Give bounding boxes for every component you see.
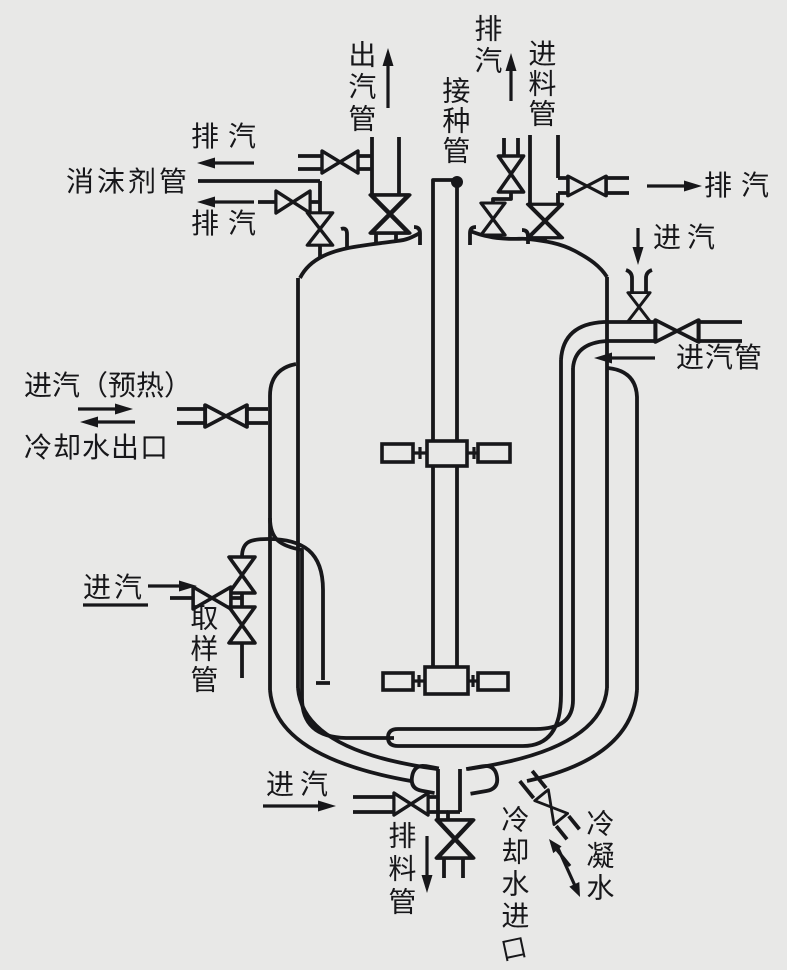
jacket-bottom-left bbox=[268, 689, 412, 783]
label-cooling-water-inlet-suffix: 口 bbox=[498, 931, 530, 967]
steam-out-pipe-lines bbox=[370, 137, 401, 243]
label-feed-pipe: 进料管 bbox=[525, 39, 557, 129]
steam-in-right-funnel bbox=[625, 268, 653, 292]
valve-preheat bbox=[203, 403, 249, 429]
label-steam-in-preheat: 进汽（预热） bbox=[24, 370, 193, 401]
coil-downcomer-right bbox=[559, 360, 575, 700]
impeller-arms-lower bbox=[413, 675, 478, 687]
valve-steam-inlet-pipe bbox=[655, 320, 698, 342]
steam-inlet-pipe-lines bbox=[559, 320, 742, 369]
preheat-inlet-pipe bbox=[177, 407, 268, 425]
label-exhaust-right: 排汽 bbox=[704, 170, 779, 201]
impeller-blade-lower-right bbox=[476, 671, 510, 692]
valve-steam-in-right bbox=[626, 291, 652, 323]
label-steam-out-pipe: 出汽管 bbox=[345, 40, 377, 136]
exhaust-center-pipe bbox=[491, 138, 520, 238]
label-discharge-pipe: 排料管 bbox=[385, 821, 417, 920]
bottom-steam-pipe bbox=[353, 795, 448, 814]
valve-bottom-steam bbox=[392, 791, 430, 817]
label-steam-in-right: 进汽 bbox=[653, 222, 722, 253]
valve-steam-out bbox=[371, 195, 409, 233]
label-sampling-pipe: 取样管 bbox=[187, 603, 219, 696]
exhaust-top-left-pipe bbox=[298, 154, 372, 171]
valve-exhaust-center-lower bbox=[479, 201, 507, 237]
condensate-valve bbox=[533, 788, 570, 826]
dome-flange-hook-1 bbox=[340, 226, 349, 247]
condensate-stub bbox=[518, 769, 581, 841]
inoculation-pipe-shaft bbox=[431, 178, 459, 667]
cooling-riser-right bbox=[607, 366, 639, 690]
dome-flange-hook-3 bbox=[468, 225, 477, 245]
jacket-stub-left bbox=[409, 763, 440, 795]
label-inoculation-pipe: 接种管 bbox=[439, 76, 471, 166]
coil-feed-left bbox=[268, 517, 394, 740]
valve-exhaust-right bbox=[566, 174, 608, 198]
jacket-stub-right bbox=[465, 764, 500, 796]
valve-exhaust-center-upper bbox=[496, 154, 526, 194]
valve-exhaust-left-lower bbox=[274, 189, 312, 215]
label-exhaust-left-lower: 排汽 bbox=[191, 208, 266, 239]
valve-exhaust-top-left bbox=[320, 149, 360, 175]
preheat-riser-left bbox=[268, 362, 297, 690]
impeller-blade-lower-left bbox=[381, 671, 415, 692]
dome-flange-hook-2 bbox=[413, 225, 422, 245]
impeller-arms-upper bbox=[413, 447, 478, 459]
impeller-blade-upper-left bbox=[380, 442, 415, 464]
label-cooling-water-outlet: 冷却水出口 bbox=[24, 432, 170, 463]
label-condensate-water: 冷凝水 bbox=[583, 809, 615, 905]
inoculation-pipe-cap-dot bbox=[451, 176, 463, 188]
label-antifoam-pipe: 消沫剂管 bbox=[66, 166, 191, 197]
label-exhaust-center-top: 排汽 bbox=[471, 14, 503, 78]
label-steam-in-bottom: 进汽 bbox=[266, 769, 335, 800]
coil-bottom-ring bbox=[386, 694, 575, 748]
valve-antifoam bbox=[305, 211, 335, 247]
exhaust-right-branch bbox=[558, 176, 629, 195]
jacket-bottom-right bbox=[526, 689, 639, 783]
impeller-hub-lower bbox=[423, 665, 470, 696]
feed-pipe-lines bbox=[528, 135, 560, 240]
label-exhaust-top-left: 排汽 bbox=[191, 121, 266, 152]
impeller-blade-upper-right bbox=[476, 442, 512, 464]
valve-feed bbox=[528, 204, 562, 237]
valve-sampling-lower bbox=[227, 605, 257, 645]
label-steam-in-sampling: 进汽 bbox=[83, 572, 146, 603]
sampling-dip-pipe bbox=[240, 537, 330, 685]
label-steam-inlet-pipe: 进汽管 bbox=[676, 342, 764, 373]
valve-sampling-upper bbox=[227, 555, 257, 595]
valve-discharge bbox=[437, 820, 473, 858]
impeller-hub-upper bbox=[425, 439, 469, 468]
flow-arrows bbox=[78, 48, 702, 897]
label-cooling-water-inlet: 冷却水进 bbox=[498, 805, 530, 933]
